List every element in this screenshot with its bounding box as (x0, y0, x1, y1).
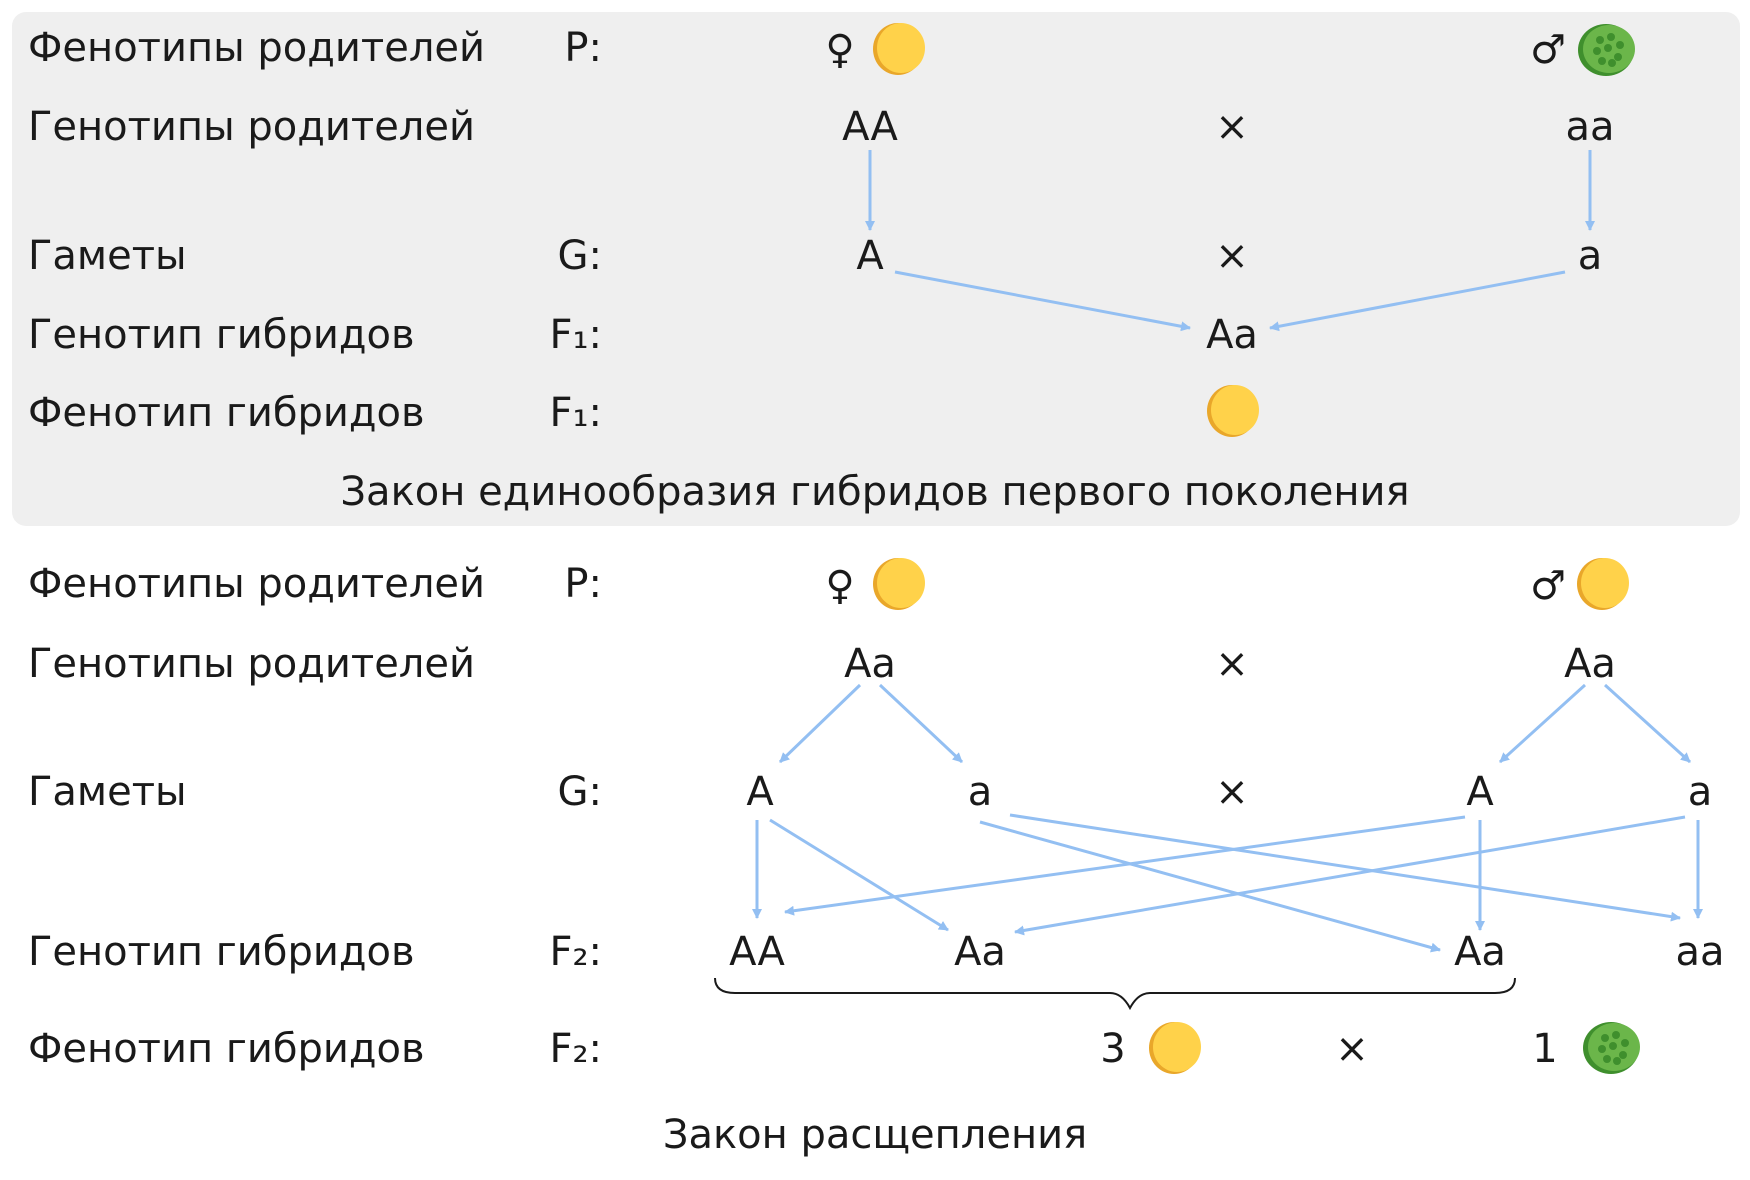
yellow-smooth-pea-icon (1149, 1022, 1201, 1074)
label-parent-genotypes: Генотипы родителей (28, 641, 475, 687)
yellow-smooth-pea-icon (1207, 385, 1259, 437)
male-symbol-icon: ♂ (1530, 563, 1566, 609)
female-symbol-icon: ♀ (825, 27, 855, 73)
arrow-female-parent-to-gamete-A (778, 683, 862, 764)
label-gametes: Гаметы (28, 233, 187, 279)
label-gametes: Гаметы (28, 769, 187, 815)
first-law-panel (12, 12, 1740, 526)
f1-offspring-genotype: Aa (1206, 312, 1258, 358)
yellow-smooth-pea-icon (1577, 558, 1629, 610)
arrow-gamete-a-recessive-to-offspring (1269, 270, 1566, 332)
second-law-title: Закон расщепления (662, 1112, 1088, 1158)
code-p: P: (564, 561, 602, 607)
gamete-male: a (1577, 233, 1603, 279)
parent-female-genotype: AA (842, 104, 898, 150)
cross-symbol: × (1215, 104, 1249, 150)
arrow-fa-to-Aa2 (979, 820, 1441, 953)
yellow-smooth-pea-icon (873, 23, 925, 75)
code-g: G: (557, 769, 602, 815)
arrow-fA-to-Aa1 (769, 818, 949, 932)
gamete-female-recessive: a (967, 769, 993, 815)
cross-symbol: × (1215, 233, 1249, 279)
arrow-fa-to-aa (1009, 813, 1681, 922)
gamete-female-dominant: A (746, 769, 774, 815)
arrow-mA-to-AA (784, 815, 1466, 916)
parent-male-genotype: aa (1565, 104, 1615, 150)
offspring-genotype: Aa (1454, 929, 1506, 975)
ratio-recessive-count: 1 (1532, 1026, 1558, 1072)
offspring-genotype: AA (729, 929, 785, 975)
gamete-male-dominant: A (1466, 769, 1494, 815)
arrow-female-parent-to-gamete-a (878, 683, 964, 764)
code-g: G: (557, 233, 602, 279)
label-hybrid-phenotype: Фенотип гибридов (28, 1026, 425, 1072)
arrow-ma-to-Aa1 (1014, 815, 1686, 936)
gamete-female: A (856, 233, 884, 279)
label-hybrid-phenotype: Фенотип гибридов (28, 390, 425, 436)
code-f1-phenotype: F₁: (549, 390, 602, 436)
ratio-dominant-count: 3 (1100, 1026, 1126, 1072)
parent-female-genotype: Aa (844, 641, 896, 687)
cross-symbol: × (1335, 1026, 1369, 1072)
female-symbol-icon: ♀ (825, 563, 855, 609)
green-wrinkled-pea-icon (1583, 1022, 1640, 1074)
arrow-male-parent-to-gamete-a (1603, 683, 1692, 764)
offspring-genotype: aa (1675, 929, 1725, 975)
yellow-smooth-pea-icon (873, 558, 925, 610)
dominant-offspring-brace (714, 977, 1516, 1011)
green-wrinkled-pea-icon (1578, 24, 1635, 76)
code-p: P: (564, 25, 602, 71)
offspring-genotype: Aa (954, 929, 1006, 975)
label-hybrid-genotype: Генотип гибридов (28, 929, 415, 975)
cross-symbol: × (1215, 641, 1249, 687)
code-f2-genotype: F₂: (549, 929, 602, 975)
label-parent-phenotypes: Фенотипы родителей (28, 25, 486, 71)
label-parent-phenotypes: Фенотипы родителей (28, 561, 486, 607)
label-hybrid-genotype: Генотип гибридов (28, 312, 415, 358)
code-f2-phenotype: F₂: (549, 1026, 602, 1072)
arrow-gamete-a-to-offspring (894, 270, 1191, 332)
code-f1-genotype: F₁: (549, 312, 602, 358)
arrow-male-parent-to-gamete-A (1498, 683, 1587, 764)
cross-symbol: × (1215, 769, 1249, 815)
gamete-male-recessive: a (1687, 769, 1713, 815)
male-symbol-icon: ♂ (1530, 27, 1566, 73)
parent-male-genotype: Aa (1564, 641, 1616, 687)
first-law-title: Закон единообразия гибридов первого поко… (340, 469, 1410, 515)
label-parent-genotypes: Генотипы родителей (28, 104, 475, 150)
